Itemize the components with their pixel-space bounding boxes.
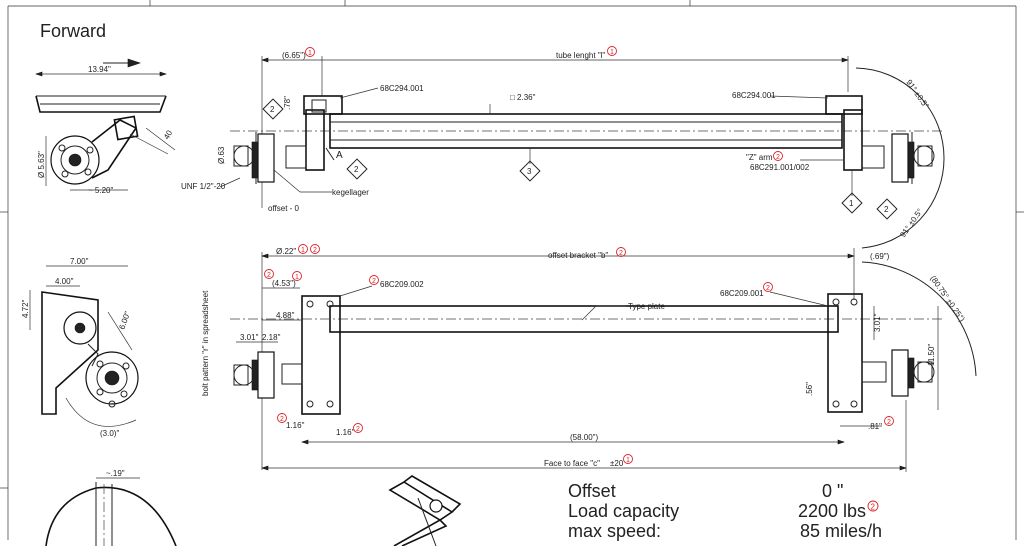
svg-text:1: 1 xyxy=(626,457,630,464)
rev-mark-1: 1 xyxy=(298,244,308,254)
svg-text:2: 2 xyxy=(871,503,876,512)
isometric-view xyxy=(388,475,462,546)
dim-6-65: (6.65") xyxy=(282,51,306,60)
diameter-dim-5-63: Ø 5.63" xyxy=(37,151,46,178)
rev-mark-2: 2 xyxy=(763,282,773,292)
dim-58-00: (58.00") xyxy=(570,433,599,442)
offset-zero-label: offset - 0 xyxy=(268,204,300,213)
rev-mark-2: 2 xyxy=(773,151,783,161)
svg-text:2: 2 xyxy=(356,426,360,433)
bottom-dim-5-20: ~ 5.20" xyxy=(88,186,113,195)
rev-mark-1: 1 xyxy=(623,454,633,464)
box-2-center: 2 xyxy=(354,165,359,174)
rev-mark-1: 1 xyxy=(292,271,302,281)
spec-block: Offset 0 " Load capacity 2200 lbs 2 max … xyxy=(568,481,882,541)
axle-top-view: (6.65") 1 tube lenght "l" 1 .78" 68C294.… xyxy=(217,46,945,249)
svg-text:2: 2 xyxy=(776,154,780,161)
part-label-right-68c209: 68C209.001 xyxy=(720,289,764,298)
rev-mark-1: 1 xyxy=(607,46,617,56)
section-a-label: A xyxy=(336,150,343,161)
rev-mark-2: 2 xyxy=(867,500,879,512)
dim-1-16-left: 1.16" xyxy=(286,421,305,430)
part-label-left-68c294: 68C294.001 xyxy=(380,84,424,93)
angle-dim-40: 40 xyxy=(162,128,175,141)
spec-value-load-capacity: 2200 lbs xyxy=(798,501,866,521)
svg-text:2: 2 xyxy=(280,416,284,423)
square-dim-2-36: □ 2.36" xyxy=(510,93,536,102)
dim-0-69: (.69") xyxy=(870,252,890,261)
spec-value-offset: 0 " xyxy=(822,481,843,501)
dim-4-53: (4.53") xyxy=(272,279,296,288)
offset-bracket-label: offset bracket "b" xyxy=(548,251,608,260)
rev-mark-2: 2 xyxy=(310,244,320,254)
part-label-left-68c209: 68C209.002 xyxy=(380,280,424,289)
part-label-right-68c294: 68C294.001 xyxy=(732,91,776,100)
face-to-face-tolerance: ±20 xyxy=(610,459,624,468)
dim-4-00: 4.00" xyxy=(55,277,74,286)
rev-mark-2: 2 xyxy=(616,247,626,257)
angle-top-91: 91° ±0.5° xyxy=(904,78,930,110)
angle-bottom-91: 91° ±0.5° xyxy=(898,207,924,239)
svg-text:2: 2 xyxy=(887,419,891,426)
type-plate-label: Type plate xyxy=(628,302,665,311)
rev-mark-2: 2 xyxy=(277,413,287,423)
svg-text:2: 2 xyxy=(267,272,271,279)
dim-11-50: 11.50" xyxy=(927,344,936,366)
svg-text:2: 2 xyxy=(372,278,376,285)
box-2-left: 2 xyxy=(270,105,275,114)
svg-text:2: 2 xyxy=(766,285,770,292)
box-2-right: 2 xyxy=(884,205,889,214)
top-left-side-view: 13.94" 40 Ø 5.63" ~ 5.20" UNF 1/2"-20 xyxy=(35,58,241,195)
dim-0-63: Ø.63 xyxy=(217,146,226,164)
page-title: Forward xyxy=(40,21,106,41)
axle-front-view: Ø.22" 1 2 offset bracket "b" 2 2 1 (4.53… xyxy=(201,244,977,472)
svg-text:1: 1 xyxy=(308,50,312,57)
dim-0-81: .81" xyxy=(868,422,882,431)
rev-mark-2: 2 xyxy=(353,423,363,433)
box-1-right: 1 xyxy=(849,199,854,208)
z-arm-label: "Z" arm xyxy=(746,153,773,162)
mid-left-side-view: 7.00" 4.00" 4.72" 6.00" (3.0)" xyxy=(21,257,139,438)
dim-4-88: 4.88" xyxy=(276,311,295,320)
height-dim-4-72: 4.72" xyxy=(21,299,30,318)
tube-length-label: tube lenght "l" xyxy=(556,51,605,60)
dim-0-22: Ø.22" xyxy=(276,247,296,256)
arc-dim-80-75: (80.75° ±0.25°) xyxy=(928,274,966,324)
spec-label-offset: Offset xyxy=(568,481,616,501)
box-3: 3 xyxy=(527,167,532,176)
z-arm-part-number: 68C291.001/002 xyxy=(750,163,810,172)
svg-text:1: 1 xyxy=(295,274,299,281)
bottom-dim-3-0: (3.0)" xyxy=(100,429,119,438)
dim-0-78: .78" xyxy=(283,96,292,110)
diag-dim-6-00: 6.00" xyxy=(117,310,132,331)
face-to-face-label: Face to face "c" xyxy=(544,459,600,468)
rev-mark-2: 2 xyxy=(369,275,379,285)
rev-mark-2: 2 xyxy=(884,416,894,426)
dim-3-01-right: 3.01" xyxy=(873,313,882,332)
svg-text:2: 2 xyxy=(313,247,317,254)
svg-text:1: 1 xyxy=(610,49,614,56)
top-dim-7-00: 7.00" xyxy=(70,257,89,266)
bolt-pattern-label: bolt pattern "r" in spreadsheet xyxy=(201,290,210,396)
kegellager-label: kegellager xyxy=(332,188,369,197)
dim-0-19: ~.19" xyxy=(106,469,125,478)
svg-text:1: 1 xyxy=(301,247,305,254)
rev-mark-1: 1 xyxy=(305,47,315,57)
spec-label-max-speed: max speed: xyxy=(568,521,661,541)
bottom-left-detail-view: ~.19" xyxy=(45,469,177,546)
dim-0-56: .56" xyxy=(805,382,814,396)
thread-label: UNF 1/2"-20 xyxy=(181,182,226,191)
spec-label-load-capacity: Load capacity xyxy=(568,501,679,521)
rev-mark-2: 2 xyxy=(264,269,274,279)
dim-3-01-left: 3.01" xyxy=(240,333,259,342)
spec-value-max-speed: 85 miles/h xyxy=(800,521,882,541)
width-dim-13-94: 13.94" xyxy=(88,65,111,74)
svg-text:2: 2 xyxy=(619,250,623,257)
dim-2-18: 2.18" xyxy=(262,333,281,342)
dim-1-16-right: 1.16" xyxy=(336,428,355,437)
